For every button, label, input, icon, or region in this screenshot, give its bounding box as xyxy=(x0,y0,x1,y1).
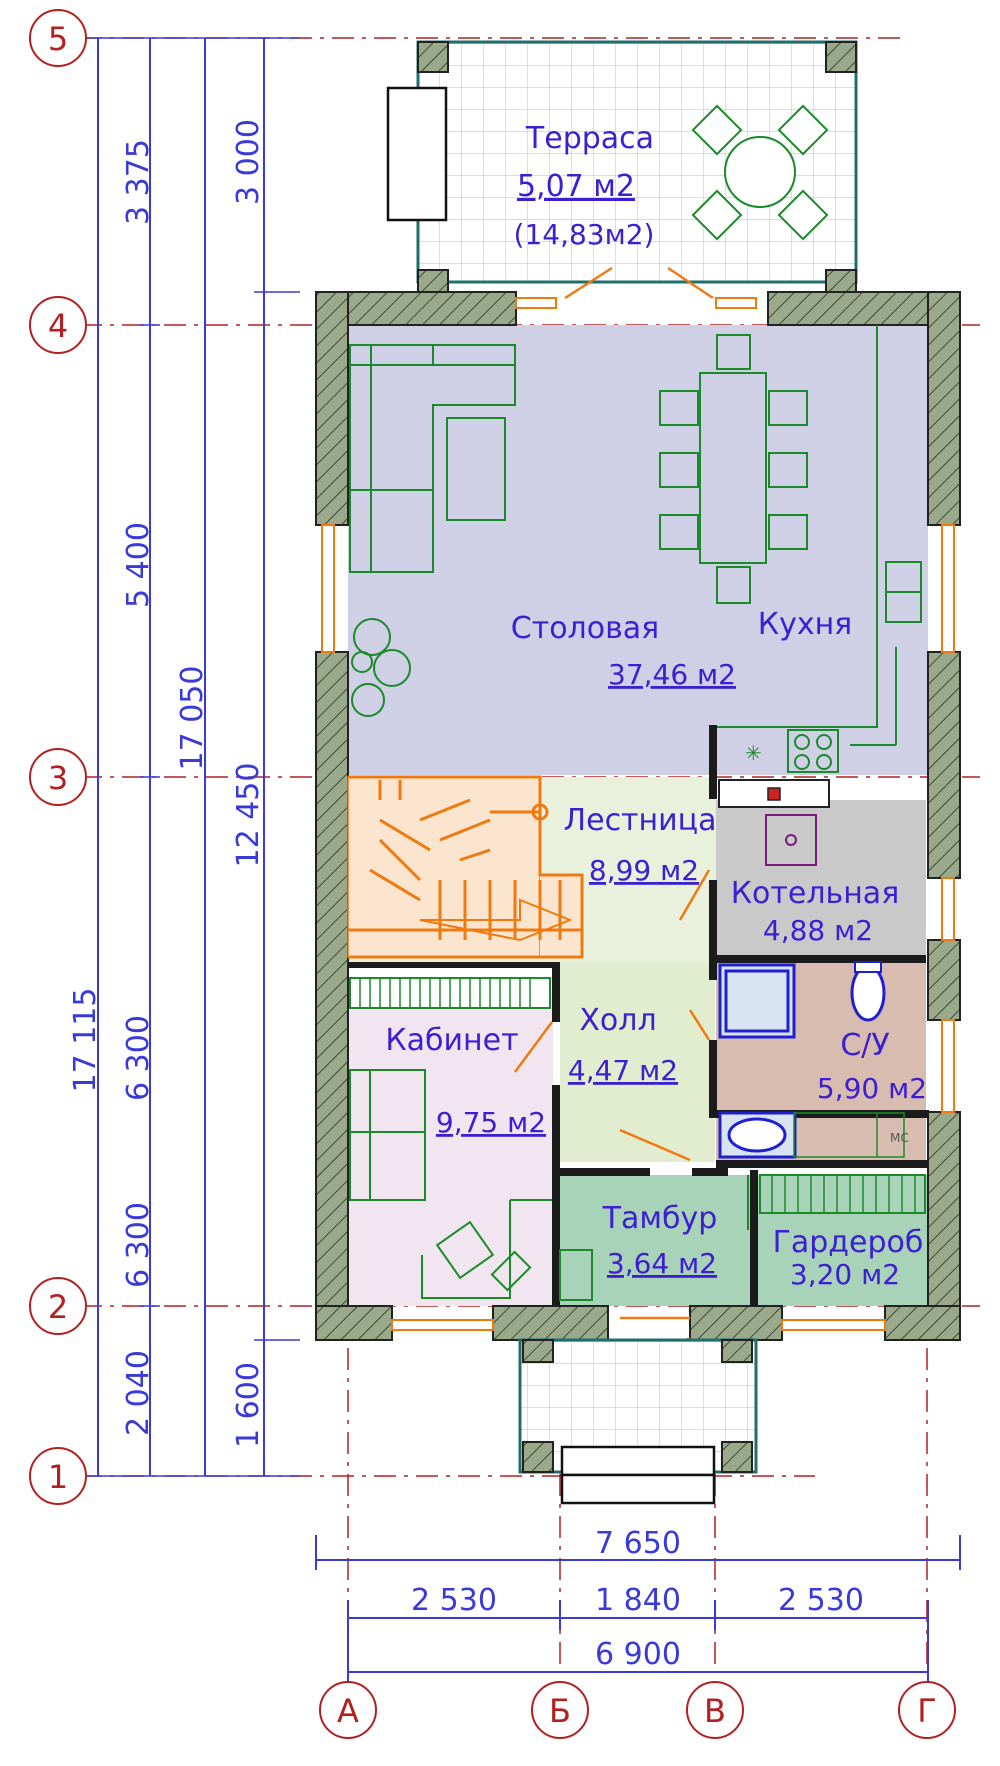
room-hall xyxy=(560,962,715,1162)
room-vestibule xyxy=(560,1175,750,1306)
axis-col-v: В xyxy=(704,1692,726,1730)
vestibule-name: Тамбур xyxy=(602,1201,718,1236)
stairs-name: Лестница xyxy=(564,803,717,838)
dim-left-c: 17 115 xyxy=(68,988,103,1093)
porch xyxy=(518,1338,758,1505)
axis-col-b: Б xyxy=(549,1692,571,1730)
room-labels: Терраса 5,07 м2 (14,83м2) Столовая 37,46… xyxy=(385,121,927,1291)
terrace-name: Терраса xyxy=(525,121,654,156)
terrace xyxy=(386,40,858,295)
axis-row-5: 5 xyxy=(48,20,68,58)
axis-marker-labels: 5 4 3 2 1 А Б В Г xyxy=(48,20,937,1730)
axis-col-a: А xyxy=(337,1692,359,1730)
bath-fixtures xyxy=(718,961,905,1159)
terrace-area: 5,07 м2 xyxy=(517,169,635,204)
dim-left-b: 17 050 xyxy=(175,666,210,771)
walls xyxy=(315,291,961,1341)
hall-area: 4,47 м2 xyxy=(568,1054,678,1087)
dim-left-d-2: 12 450 xyxy=(231,763,266,868)
dim-left-a-3: 6 300 xyxy=(121,1015,156,1101)
axis-row-3: 3 xyxy=(48,759,68,797)
study-name: Кабинет xyxy=(385,1023,518,1058)
dim-left-a-1: 3 375 xyxy=(121,139,156,225)
room-dining xyxy=(348,325,928,775)
axis-row-1: 1 xyxy=(48,1458,68,1496)
axis-row-2: 2 xyxy=(48,1288,68,1326)
dim-left-a-2: 5 400 xyxy=(121,522,156,608)
terrace-bench xyxy=(386,86,448,222)
bottom-dimensions xyxy=(315,1535,961,1682)
axis-row-4: 4 xyxy=(48,307,68,345)
dim-left-d-1: 3 000 xyxy=(231,119,266,205)
dim-bottom-part-1: 2 530 xyxy=(411,1583,497,1618)
dim-left-a-5: 2 040 xyxy=(121,1350,156,1436)
dining-name: Столовая xyxy=(511,611,659,646)
room-boiler xyxy=(716,800,926,962)
wardrobe-name: Гардероб xyxy=(773,1225,924,1260)
vestibule-area: 3,64 м2 xyxy=(607,1247,717,1280)
hall-name: Холл xyxy=(579,1003,656,1038)
bath-area: 5,90 м2 xyxy=(817,1072,927,1105)
boiler-equipment xyxy=(718,779,830,866)
bath-name: С/У xyxy=(840,1028,889,1063)
bath-tag: МС xyxy=(890,1131,909,1145)
dining-table xyxy=(699,372,767,564)
svg-text:✳: ✳ xyxy=(745,741,762,765)
room-wardrobe xyxy=(758,1175,928,1306)
left-dimensions xyxy=(86,37,300,1477)
axis-col-g: Г xyxy=(917,1692,937,1730)
dim-bottom-part-3: 2 530 xyxy=(778,1583,864,1618)
study-area: 9,75 м2 xyxy=(436,1106,546,1139)
terrace-area-total: (14,83м2) xyxy=(514,218,655,251)
dim-bottom-total: 7 650 xyxy=(595,1526,681,1561)
stairs-area: 8,99 м2 xyxy=(589,854,699,887)
bottom-dimension-labels: 7 650 2 530 1 840 2 530 6 900 xyxy=(411,1526,864,1672)
dim-bottom-inner: 6 900 xyxy=(595,1637,681,1672)
dim-left-a-4: 6 300 xyxy=(121,1202,156,1288)
axis-markers xyxy=(29,9,956,1739)
left-dimension-labels: 3 375 5 400 6 300 6 300 2 040 17 050 17 … xyxy=(68,119,266,1448)
kitchen-name: Кухня xyxy=(758,607,852,642)
staircase xyxy=(347,775,584,959)
wardrobe-area: 3,20 м2 xyxy=(790,1258,900,1291)
dim-bottom-part-2: 1 840 xyxy=(595,1583,681,1618)
boiler-name: Котельная xyxy=(731,876,900,911)
furniture: ✳ xyxy=(349,325,926,1301)
boiler-area: 4,88 м2 xyxy=(763,914,873,947)
dim-left-d-3: 1 600 xyxy=(231,1362,266,1448)
terrace-table-set xyxy=(691,104,829,241)
dining-area: 37,46 м2 xyxy=(608,658,736,691)
